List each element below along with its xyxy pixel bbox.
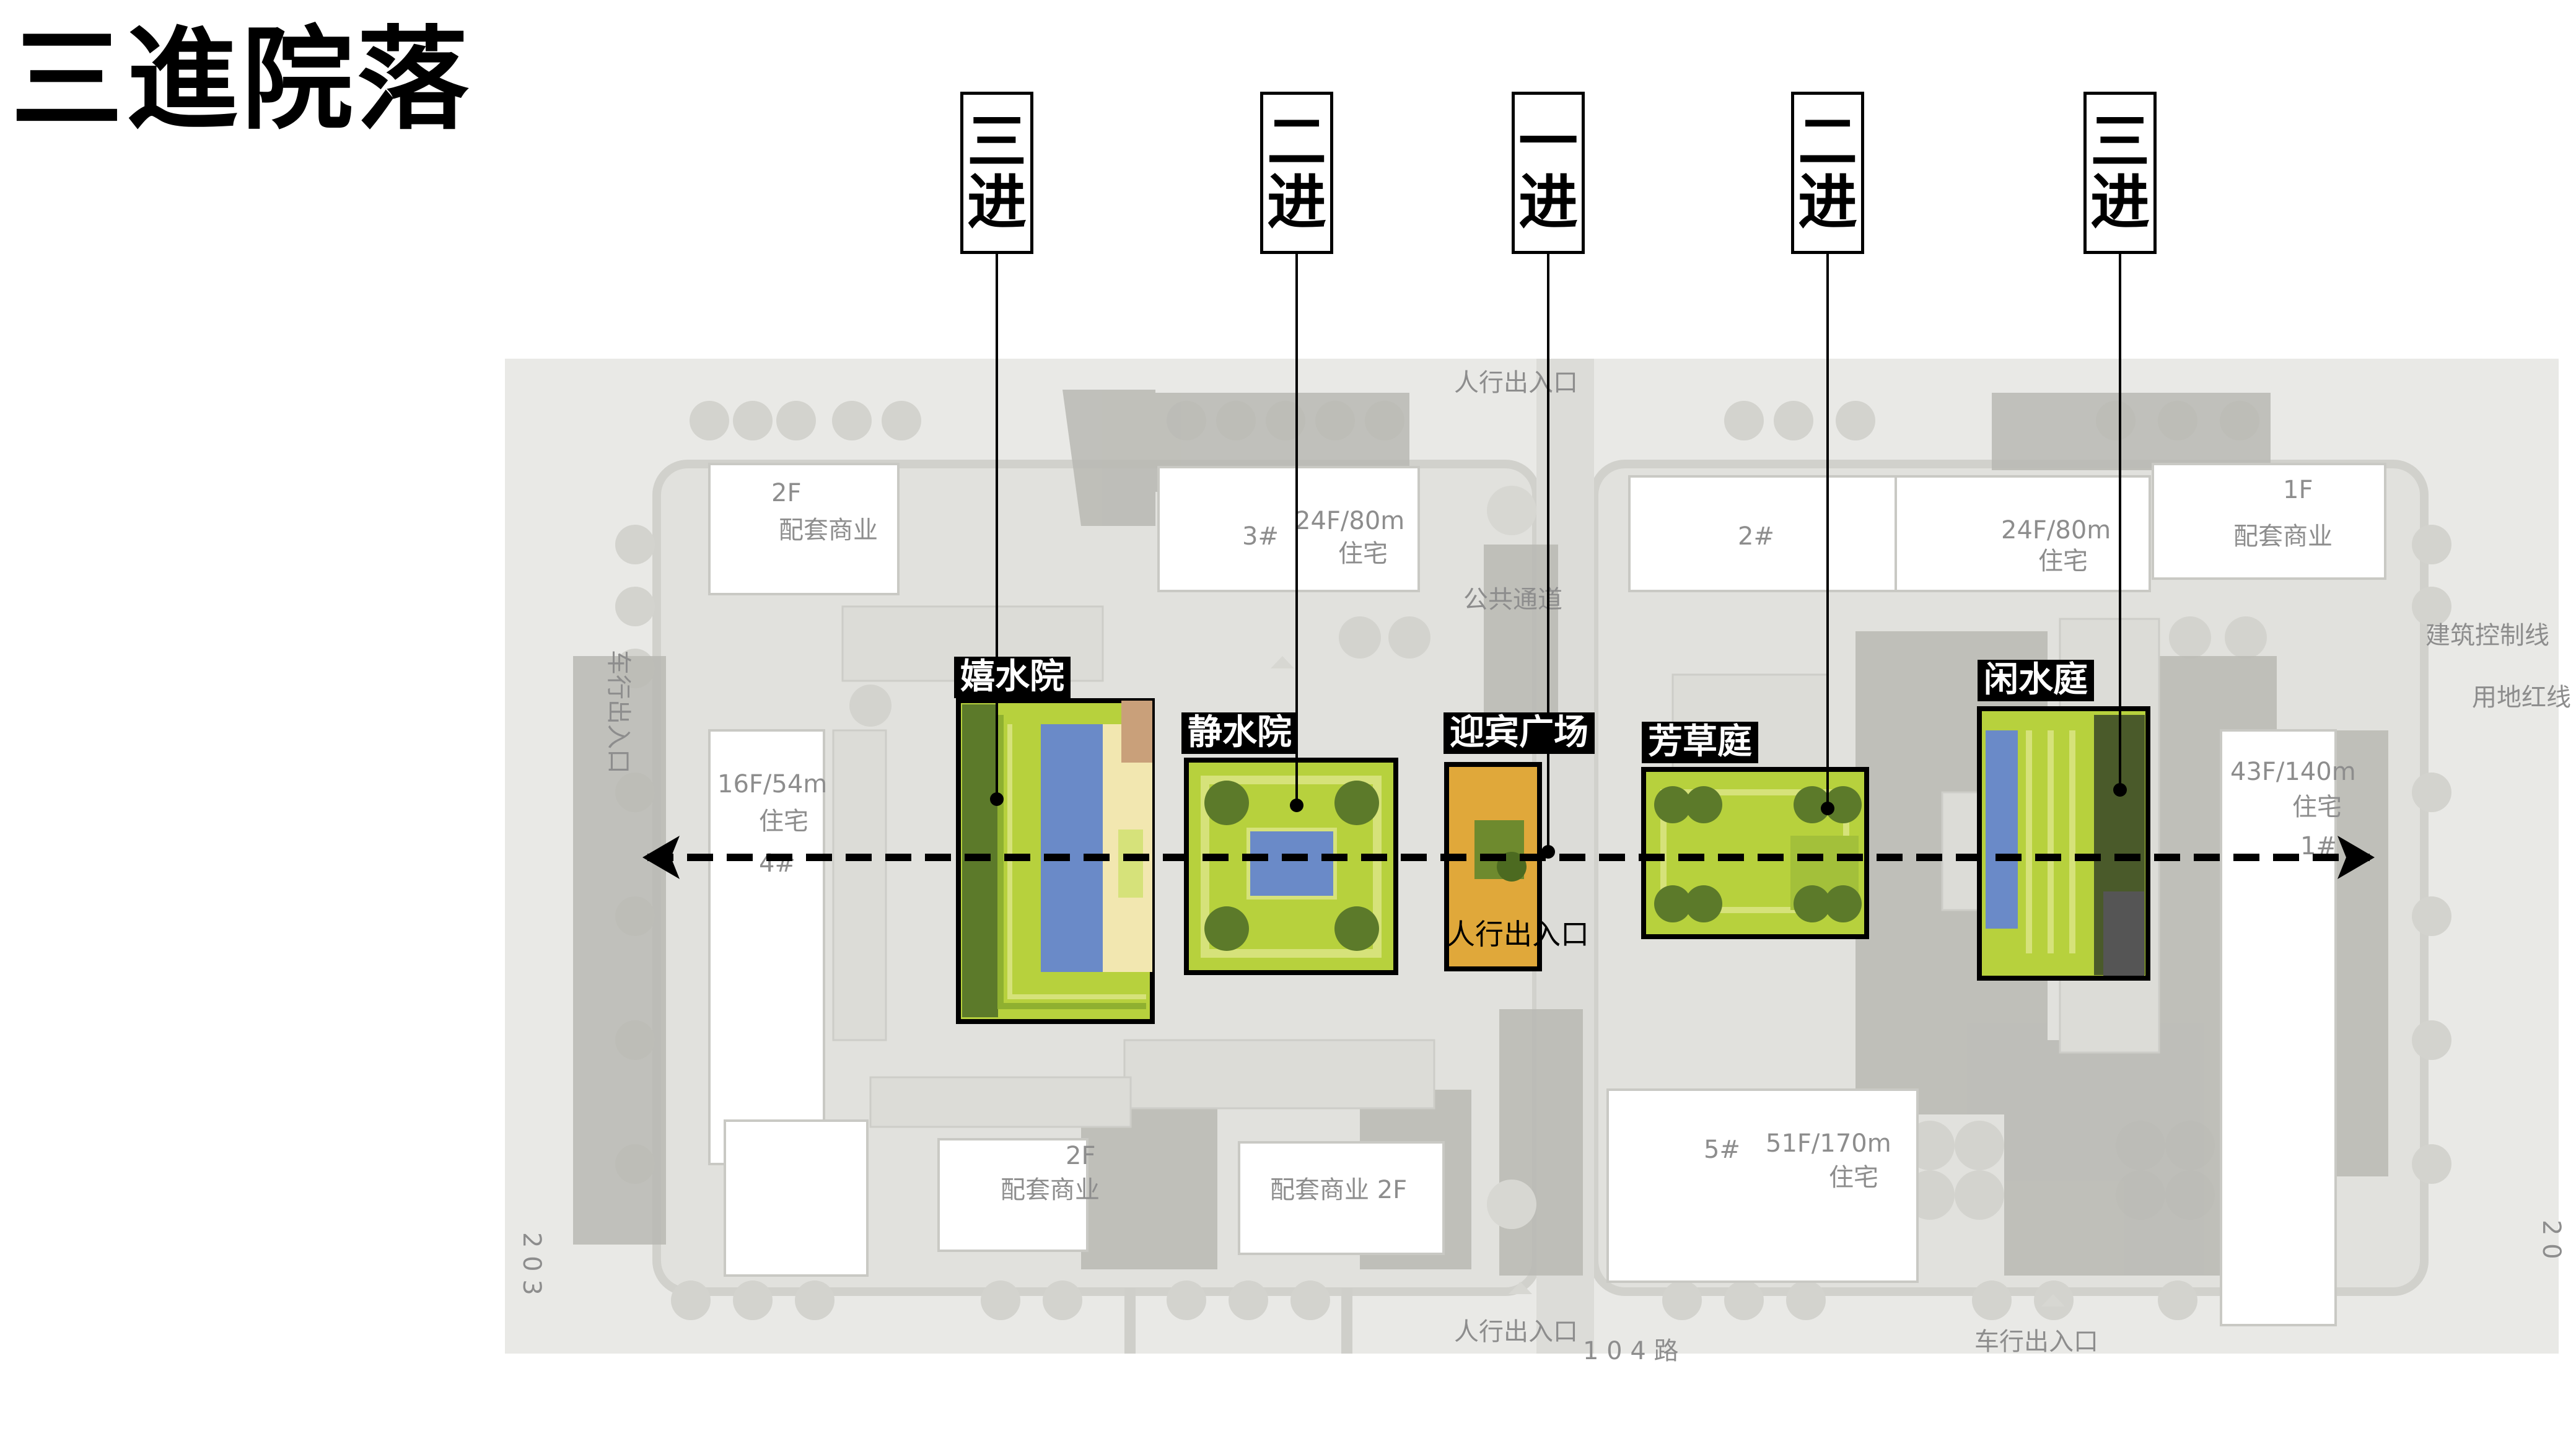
axis-arrow: [642, 836, 2375, 879]
comm-nw-use: 配套商业: [779, 516, 878, 545]
courtyard-level-tag: 三进: [960, 92, 1033, 254]
comm-s-label: 配套商业 2F: [1270, 1176, 1407, 1204]
bldg-1-height: 43F/140m: [2230, 758, 2356, 786]
bldg-5-height: 51F/170m: [1766, 1129, 1891, 1158]
setback-line-label: 建筑控制线: [2425, 621, 2549, 650]
ped-entrance-center-label: 人行出入口: [1447, 917, 1589, 951]
bldg-1-use: 住宅: [2292, 793, 2342, 821]
bldg-3-use: 住宅: [1338, 540, 1388, 568]
zone-label-xishui: 嬉水院: [954, 657, 1071, 698]
red-line-label: 用地红线: [2472, 683, 2571, 712]
zone-xianshui-plan: [1977, 706, 2150, 981]
road-right-label: 2 0: [2537, 1220, 2565, 1259]
courtyard-level-tag: 三进: [2083, 92, 2157, 254]
bldg-2b-use: 住宅: [2038, 547, 2088, 576]
zone-label-jingshui: 静水院: [1181, 712, 1298, 754]
zone-welcome-plaza-plan: [1444, 762, 1542, 971]
bldg-3-number: 3#: [1242, 522, 1279, 551]
ped-entrance-bottom-label: 人行出入口: [1454, 1318, 1578, 1346]
bldg-3-height: 24F/80m: [1295, 507, 1404, 535]
bldg-4-use: 住宅: [759, 807, 808, 836]
comm-ne-floors: 1F: [2283, 476, 2313, 504]
zone-label-fangcao: 芳草庭: [1642, 722, 1758, 763]
vehicle-entrance-left-label: 车行出入口: [604, 650, 633, 774]
bldg-2-number: 2#: [1738, 522, 1774, 551]
courtyard-level-tag: 二进: [1260, 92, 1333, 254]
zone-fangcao-plan: [1641, 767, 1869, 939]
road-left-label: 2 0 3: [517, 1232, 546, 1295]
bldg-2b-height: 24F/80m: [2001, 516, 2111, 545]
courtyard-level-tag: 一进: [1512, 92, 1585, 254]
zone-label-welcome-plaza: 迎宾广场: [1444, 712, 1595, 754]
vehicle-entrance-bottom-label: 车行出入口: [1974, 1328, 2098, 1356]
bldg-4-height: 16F/54m: [717, 770, 827, 799]
comm-ne-use: 配套商业: [2233, 522, 2333, 551]
plaza-markers: [1271, 486, 2065, 1307]
zone-label-xianshui: 闲水庭: [1978, 660, 2094, 701]
road-bottom-label: 1 0 4 路: [1583, 1337, 1679, 1365]
comm-sw-floors: 2F: [1066, 1142, 1095, 1170]
public-passage-label: 公共通道: [1463, 585, 1562, 614]
ped-entrance-top-label: 人行出入口: [1454, 369, 1578, 397]
comm-nw-floors: 2F: [771, 479, 801, 507]
comm-sw-use: 配套商业: [1001, 1176, 1100, 1204]
page-title: 三進院落: [11, 15, 473, 145]
bldg-5-use: 住宅: [1829, 1163, 1878, 1192]
bldg-5-number: 5#: [1704, 1136, 1740, 1164]
zone-jingshui-plan: [1184, 758, 1398, 975]
buildings: [708, 463, 2386, 1326]
courtyard-level-tag: 二进: [1791, 92, 1864, 254]
zone-xishui-plan: [956, 698, 1155, 1024]
